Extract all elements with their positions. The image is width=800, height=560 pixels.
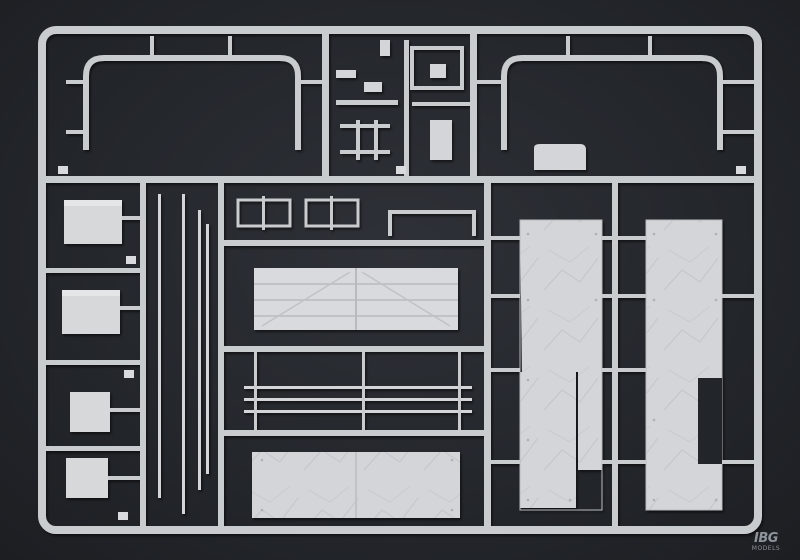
brand-watermark: IBG MODELS [746,532,786,552]
watermark-sub-text: MODELS [751,545,781,552]
rivet-details [260,232,718,512]
watermark-main-text: IBG [754,531,778,546]
sprue-frame [38,26,762,534]
sprue-number-tabs [58,166,746,520]
